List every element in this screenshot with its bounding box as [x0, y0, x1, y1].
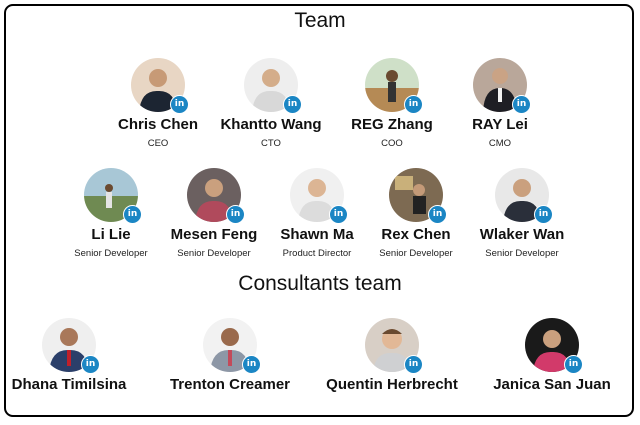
avatar[interactable]: in [187, 168, 245, 224]
linkedin-icon[interactable]: in [512, 95, 531, 114]
team-member-card: in Mesen Feng Senior Developer [134, 168, 294, 259]
consultant-card: in Trenton Creamer [150, 318, 310, 393]
member-role: Senior Developer [379, 248, 453, 259]
profile-photo [525, 318, 579, 372]
member-name: Khantto Wang [220, 116, 322, 133]
avatar[interactable]: in [203, 318, 261, 374]
team-member-card: in Chris Chen CEO [78, 58, 238, 149]
member-role: COO [381, 138, 403, 149]
team-member-card: in RAY Lei CMO [420, 58, 580, 149]
member-name: Chris Chen [117, 116, 198, 133]
avatar[interactable]: in [495, 168, 553, 224]
consultants-heading: Consultants team [238, 272, 402, 295]
card-frame [4, 4, 634, 417]
member-role: CMO [488, 138, 512, 149]
member-name: Janica San Juan [493, 376, 611, 393]
team-member-card: in Rex Chen Senior Developer [336, 168, 496, 259]
member-name: Wlaker Wan [479, 226, 565, 243]
avatar[interactable]: in [389, 168, 447, 224]
member-name: RAY Lei [472, 116, 528, 133]
profile-photo [187, 168, 241, 222]
avatar[interactable]: in [290, 168, 348, 224]
member-role: Senior Developer [485, 248, 559, 259]
member-role: CEO [147, 138, 169, 149]
avatar[interactable]: in [131, 58, 189, 114]
avatar[interactable]: in [365, 58, 423, 114]
member-name: Mesen Feng [170, 226, 258, 243]
member-name: Trenton Creamer [169, 376, 291, 393]
member-role: Product Director [282, 248, 352, 259]
linkedin-icon[interactable]: in [123, 205, 142, 224]
avatar[interactable]: in [525, 318, 583, 374]
team-member-card: in Li Lie Senior Developer [31, 168, 191, 259]
profile-photo [42, 318, 96, 372]
linkedin-icon[interactable]: in [564, 355, 583, 374]
member-role: Senior Developer [74, 248, 148, 259]
avatar[interactable]: in [244, 58, 302, 114]
consultant-card: in Janica San Juan [472, 318, 632, 393]
member-name: Shawn Ma [280, 226, 354, 243]
member-name: Quentin Herbrecht [326, 376, 458, 393]
team-heading: Team [294, 9, 346, 32]
avatar[interactable]: in [365, 318, 423, 374]
linkedin-icon[interactable]: in [81, 355, 100, 374]
linkedin-icon[interactable]: in [226, 205, 245, 224]
linkedin-icon[interactable]: in [428, 205, 447, 224]
linkedin-icon[interactable]: in [170, 95, 189, 114]
profile-photo [203, 318, 257, 372]
avatar[interactable]: in [473, 58, 531, 114]
linkedin-icon[interactable]: in [534, 205, 553, 224]
team-member-card: in Khantto Wang CTO [191, 58, 351, 149]
member-role: CTO [261, 138, 281, 149]
member-role: Senior Developer [177, 248, 251, 259]
avatar[interactable]: in [42, 318, 100, 374]
member-name: Rex Chen [381, 226, 451, 243]
linkedin-icon[interactable]: in [404, 355, 423, 374]
avatar[interactable]: in [84, 168, 142, 224]
linkedin-icon[interactable]: in [404, 95, 423, 114]
team-member-card: in REG Zhang COO [312, 58, 472, 149]
member-name: REG Zhang [351, 116, 433, 133]
team-member-card: in Wlaker Wan Senior Developer [442, 168, 602, 259]
member-name: Dhana Timilsina [11, 376, 127, 393]
linkedin-icon[interactable]: in [329, 205, 348, 224]
linkedin-icon[interactable]: in [242, 355, 261, 374]
member-name: Li Lie [91, 226, 131, 243]
team-member-card: in Shawn Ma Product Director [237, 168, 397, 259]
consultant-card: in Quentin Herbrecht [312, 318, 472, 393]
consultant-card: in Dhana Timilsina [0, 318, 149, 393]
linkedin-icon[interactable]: in [283, 95, 302, 114]
profile-photo [244, 58, 298, 112]
